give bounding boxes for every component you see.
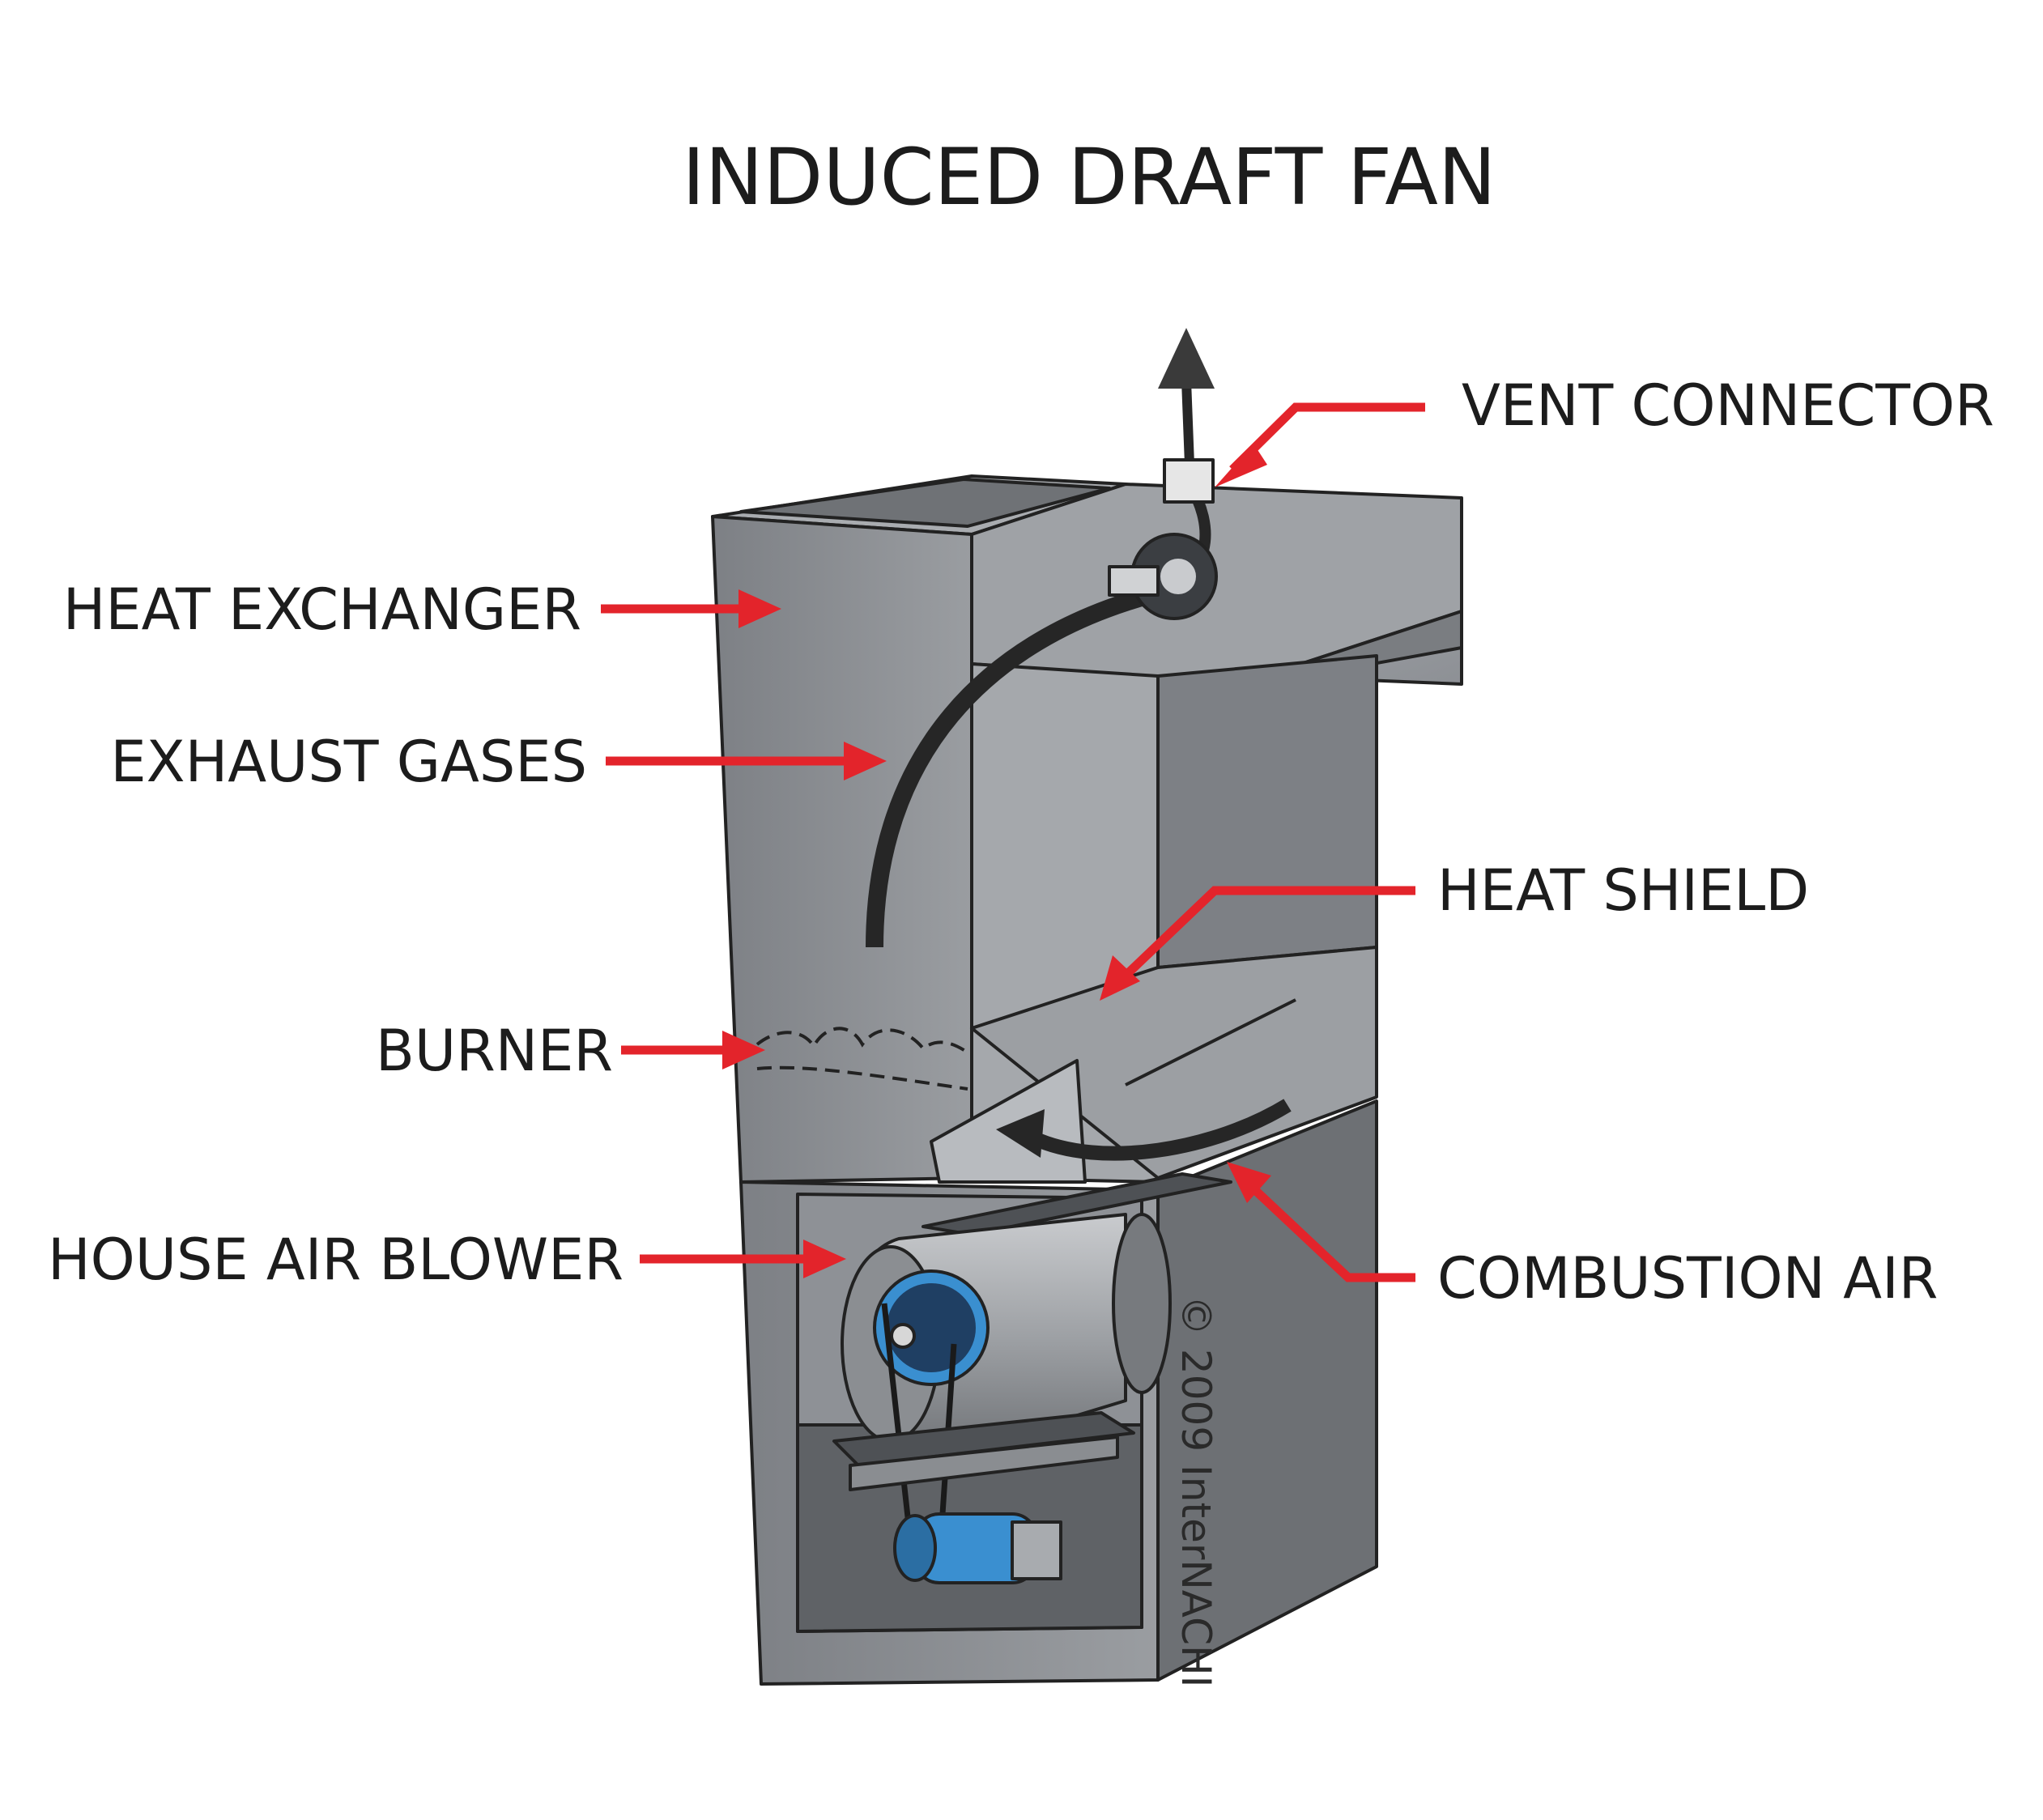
house-air-blower xyxy=(832,1213,1172,1584)
label-house-air-blower: HOUSE AIR BLOWER xyxy=(48,1227,624,1293)
diagram-title: INDUCED DRAFT FAN xyxy=(682,132,1496,223)
label-heat-exchanger: HEAT EXCHANGER xyxy=(63,576,581,643)
burner-flames xyxy=(755,1027,969,1091)
label-exhaust-gases: EXHAUST GASES xyxy=(110,729,587,795)
combustion-air-arrowhead xyxy=(996,1109,1045,1158)
exhaust-up-arrowhead xyxy=(1158,328,1215,389)
combustion-air-flow xyxy=(996,1099,1292,1161)
copyright-text: © 2009 InterNACHI xyxy=(1173,1295,1219,1687)
label-vent-connector: VENT CONNECTOR xyxy=(1462,372,1994,439)
label-heat-shield: HEAT SHIELD xyxy=(1437,857,1809,924)
furnace-cabinet xyxy=(711,474,1463,1686)
label-burner: BURNER xyxy=(376,1018,613,1084)
induced-draft-fan xyxy=(1108,458,1218,620)
label-combustion-air: COMBUSTION AIR xyxy=(1437,1245,1938,1312)
callout-arrows xyxy=(601,402,1425,1282)
